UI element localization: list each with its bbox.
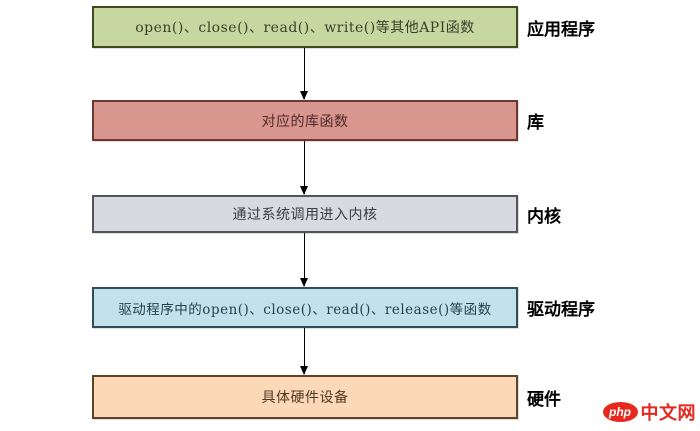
flow-arrow: [300, 48, 308, 100]
arrow-down-icon: [300, 186, 308, 195]
side-label-hardware: 硬件: [527, 389, 561, 409]
flow-box-driver-functions: 驱动程序中的open()、close()、read()、release()等函数: [92, 287, 518, 328]
flow-box-syscall-kernel: 通过系统调用进入内核: [92, 195, 518, 233]
flow-box-hardware-device: 具体硬件设备: [92, 375, 518, 419]
side-label-driver: 驱动程序: [527, 300, 595, 319]
flow-box-library-functions: 对应的库函数: [92, 100, 518, 141]
arrow-down-icon: [300, 91, 308, 100]
flow-arrow: [300, 328, 308, 375]
arrow-down-icon: [300, 278, 308, 287]
flow-arrow: [300, 233, 308, 287]
site-name-text: 中文网: [640, 403, 696, 423]
side-label-library: 库: [527, 113, 544, 132]
side-label-application: 应用程序: [527, 19, 595, 39]
php-cn-watermark: php 中文网: [602, 399, 697, 425]
php-logo-icon: php: [602, 402, 638, 422]
side-label-kernel: 内核: [527, 206, 561, 226]
arrow-down-icon: [300, 366, 308, 375]
flow-box-api-functions: open()、close()、read()、write()等其他API函数: [92, 6, 518, 48]
flow-arrow: [300, 141, 308, 195]
